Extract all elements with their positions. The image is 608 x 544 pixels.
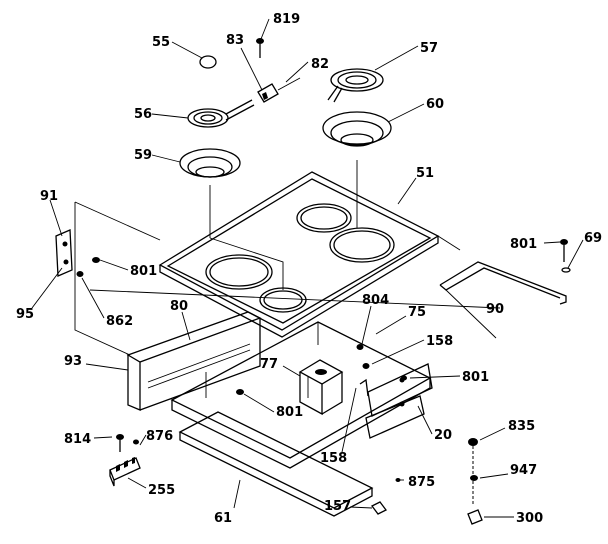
screw-801-box [401,375,407,381]
screw-814 [116,434,124,440]
callout-158-upper: 158 [426,334,453,349]
screw-876 [133,439,139,445]
callout-90: 90 [486,302,504,317]
part-158-lower [359,378,369,397]
callout-835: 835 [508,419,535,434]
callout-801-right: 801 [510,237,537,252]
callout-158-lower: 158 [320,451,347,466]
washer-69 [561,267,571,273]
callout-300: 300 [516,511,543,526]
callout-804: 804 [362,293,389,308]
screw-801-mid [236,389,244,395]
screw-875 [395,478,401,482]
screw-835 [468,438,478,446]
callout-60: 60 [426,97,444,112]
callout-61: 61 [214,511,232,526]
callout-labels: 819 83 82 55 57 56 60 59 51 91 801 801 6… [16,12,602,526]
callout-80: 80 [170,299,188,314]
callout-57: 57 [420,41,438,56]
callout-947: 947 [510,463,537,478]
callout-59: 59 [134,148,152,163]
drip-pan-59 [179,148,241,178]
callout-95: 95 [16,307,34,322]
drip-pan-60 [322,111,392,147]
callout-55: 55 [152,35,170,50]
surface-unit-56 [187,99,255,128]
screw-801-right [560,239,568,245]
rail-80 [126,311,262,411]
callout-75: 75 [408,305,426,320]
burner-box-75 [170,321,432,469]
callout-801-box: 801 [462,370,489,385]
callout-93: 93 [64,354,82,369]
screw-804 [356,344,364,350]
callout-801-mid: 801 [276,405,303,420]
callout-801-left: 801 [130,264,157,279]
receptacle-82 [257,77,301,103]
callout-157: 157 [324,499,351,514]
callout-819: 819 [273,12,300,27]
callout-69: 69 [584,231,602,246]
callout-83: 83 [226,33,244,48]
screw-862 [76,271,84,277]
screw-801-left [92,257,100,263]
bracket-91 [55,229,73,277]
part-158-upper [362,363,370,369]
screw-819 [256,38,264,58]
callout-91: 91 [40,189,58,204]
knob-55 [199,55,217,69]
clip-157 [371,501,387,515]
bottom-pan-61 [178,411,374,517]
bracket-20 [365,363,433,439]
callout-51: 51 [416,166,434,181]
callout-255: 255 [148,483,175,498]
washer-947 [470,475,478,481]
leader-lines [31,18,584,518]
callout-814: 814 [64,432,91,447]
terminal-block-255 [109,457,141,487]
callout-77: 77 [260,357,278,372]
callout-875: 875 [408,475,435,490]
callout-862: 862 [106,314,133,329]
rod-90 [439,261,567,339]
callout-20: 20 [434,428,452,443]
callout-876: 876 [146,429,173,444]
box-77 [298,359,344,416]
callout-82: 82 [311,57,329,72]
callout-56: 56 [134,107,152,122]
cooktop-51 [158,171,440,338]
bracket-300 [467,509,483,525]
surface-unit-57 [327,68,384,103]
